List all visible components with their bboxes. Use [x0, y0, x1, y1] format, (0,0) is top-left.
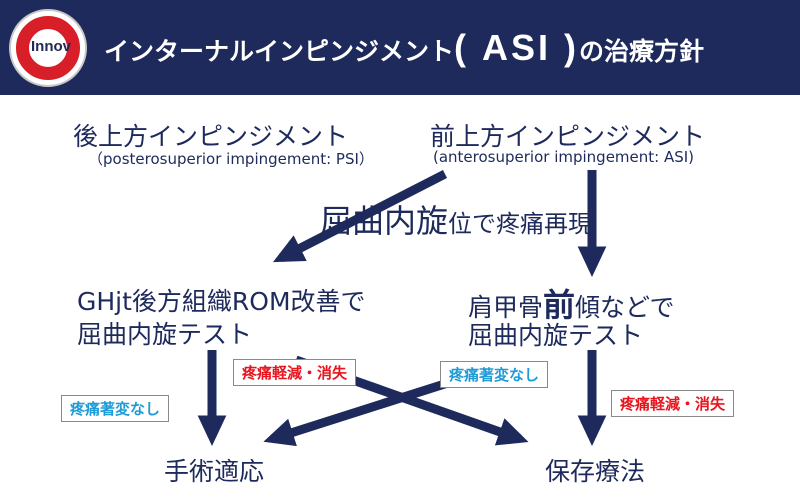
scapula-step-after: 傾などで — [575, 293, 675, 322]
asi-subtitle: (anterosuperior impingement: ASI) — [433, 148, 695, 166]
page-title: インターナルインピンジメント( ASI )の治療方針 — [104, 0, 704, 95]
scapula-step-line1: 肩甲骨前傾などで — [468, 280, 675, 326]
title-bar: Innov インターナルインピンジメント( ASI )の治療方針 — [0, 0, 800, 95]
scapula-step-before: 肩甲骨 — [468, 293, 544, 322]
psi-subtitle: （posterosuperior impingement: PSI） — [88, 150, 374, 168]
innov-logo: Innov — [9, 9, 87, 87]
page-title-acronym: ( ASI ) — [454, 27, 580, 68]
logo-text: Innov — [31, 38, 71, 55]
gh-rom-step-line2: 屈曲内旋テスト — [77, 320, 253, 349]
gh-rom-step-line1: GHjt後方組織ROM改善で — [77, 287, 366, 316]
reproduction-rest: 位で疼痛再現 — [448, 210, 593, 238]
psi-title: 後上方インピンジメント — [73, 122, 349, 151]
outcome-surgery: 手術適応 — [164, 457, 265, 486]
label-no-change-left: 疼痛著変なし — [61, 395, 170, 422]
scapula-step-emphasis: 前 — [543, 286, 576, 324]
label-relief-right: 疼痛軽減・消失 — [611, 390, 735, 417]
page-title-suffix: の治療方針 — [579, 37, 705, 66]
reproduction-emphasis: 屈曲内旋 — [320, 202, 449, 240]
scapula-step-line2: 屈曲内旋テスト — [468, 321, 644, 350]
arrow-psi-to-gh-test — [272, 169, 448, 263]
label-no-change-right: 疼痛著変なし — [440, 361, 549, 388]
label-relief-left: 疼痛軽減・消失 — [233, 359, 357, 386]
page-title-prefix: インターナルインピンジメント — [104, 37, 455, 66]
asi-title: 前上方インピンジメント — [430, 122, 706, 151]
reproduction-statement: 屈曲内旋位で疼痛再現 — [320, 196, 592, 242]
outcome-conservative: 保存療法 — [545, 457, 646, 486]
